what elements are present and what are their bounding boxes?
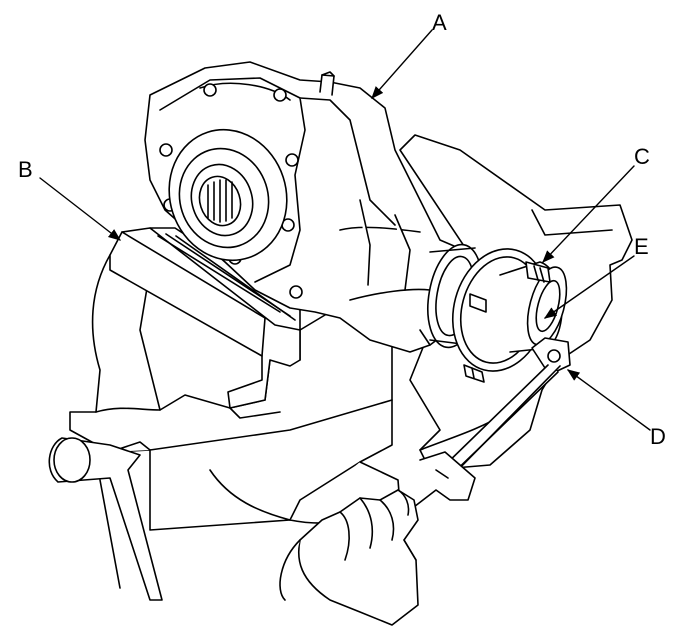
differential-housing	[144, 61, 486, 353]
hand	[279, 489, 419, 626]
callout-label-e: E	[634, 234, 649, 259]
leader-b	[39, 177, 121, 241]
leader-c	[542, 165, 635, 263]
flange-holder-tool	[409, 337, 571, 511]
vise-handle	[48, 437, 163, 601]
wooden-block	[149, 227, 301, 331]
callout-label-c: C	[634, 144, 650, 169]
companion-flange	[451, 248, 568, 372]
leader-a	[371, 29, 433, 99]
leader-e	[543, 255, 635, 319]
callout-label-b: B	[18, 157, 33, 182]
vise-body	[69, 254, 393, 531]
callout-label-a: A	[432, 10, 447, 35]
leader-lines	[39, 29, 651, 431]
leader-d	[566, 369, 651, 431]
callout-label-d: D	[650, 424, 666, 449]
flange-studs	[463, 261, 551, 383]
